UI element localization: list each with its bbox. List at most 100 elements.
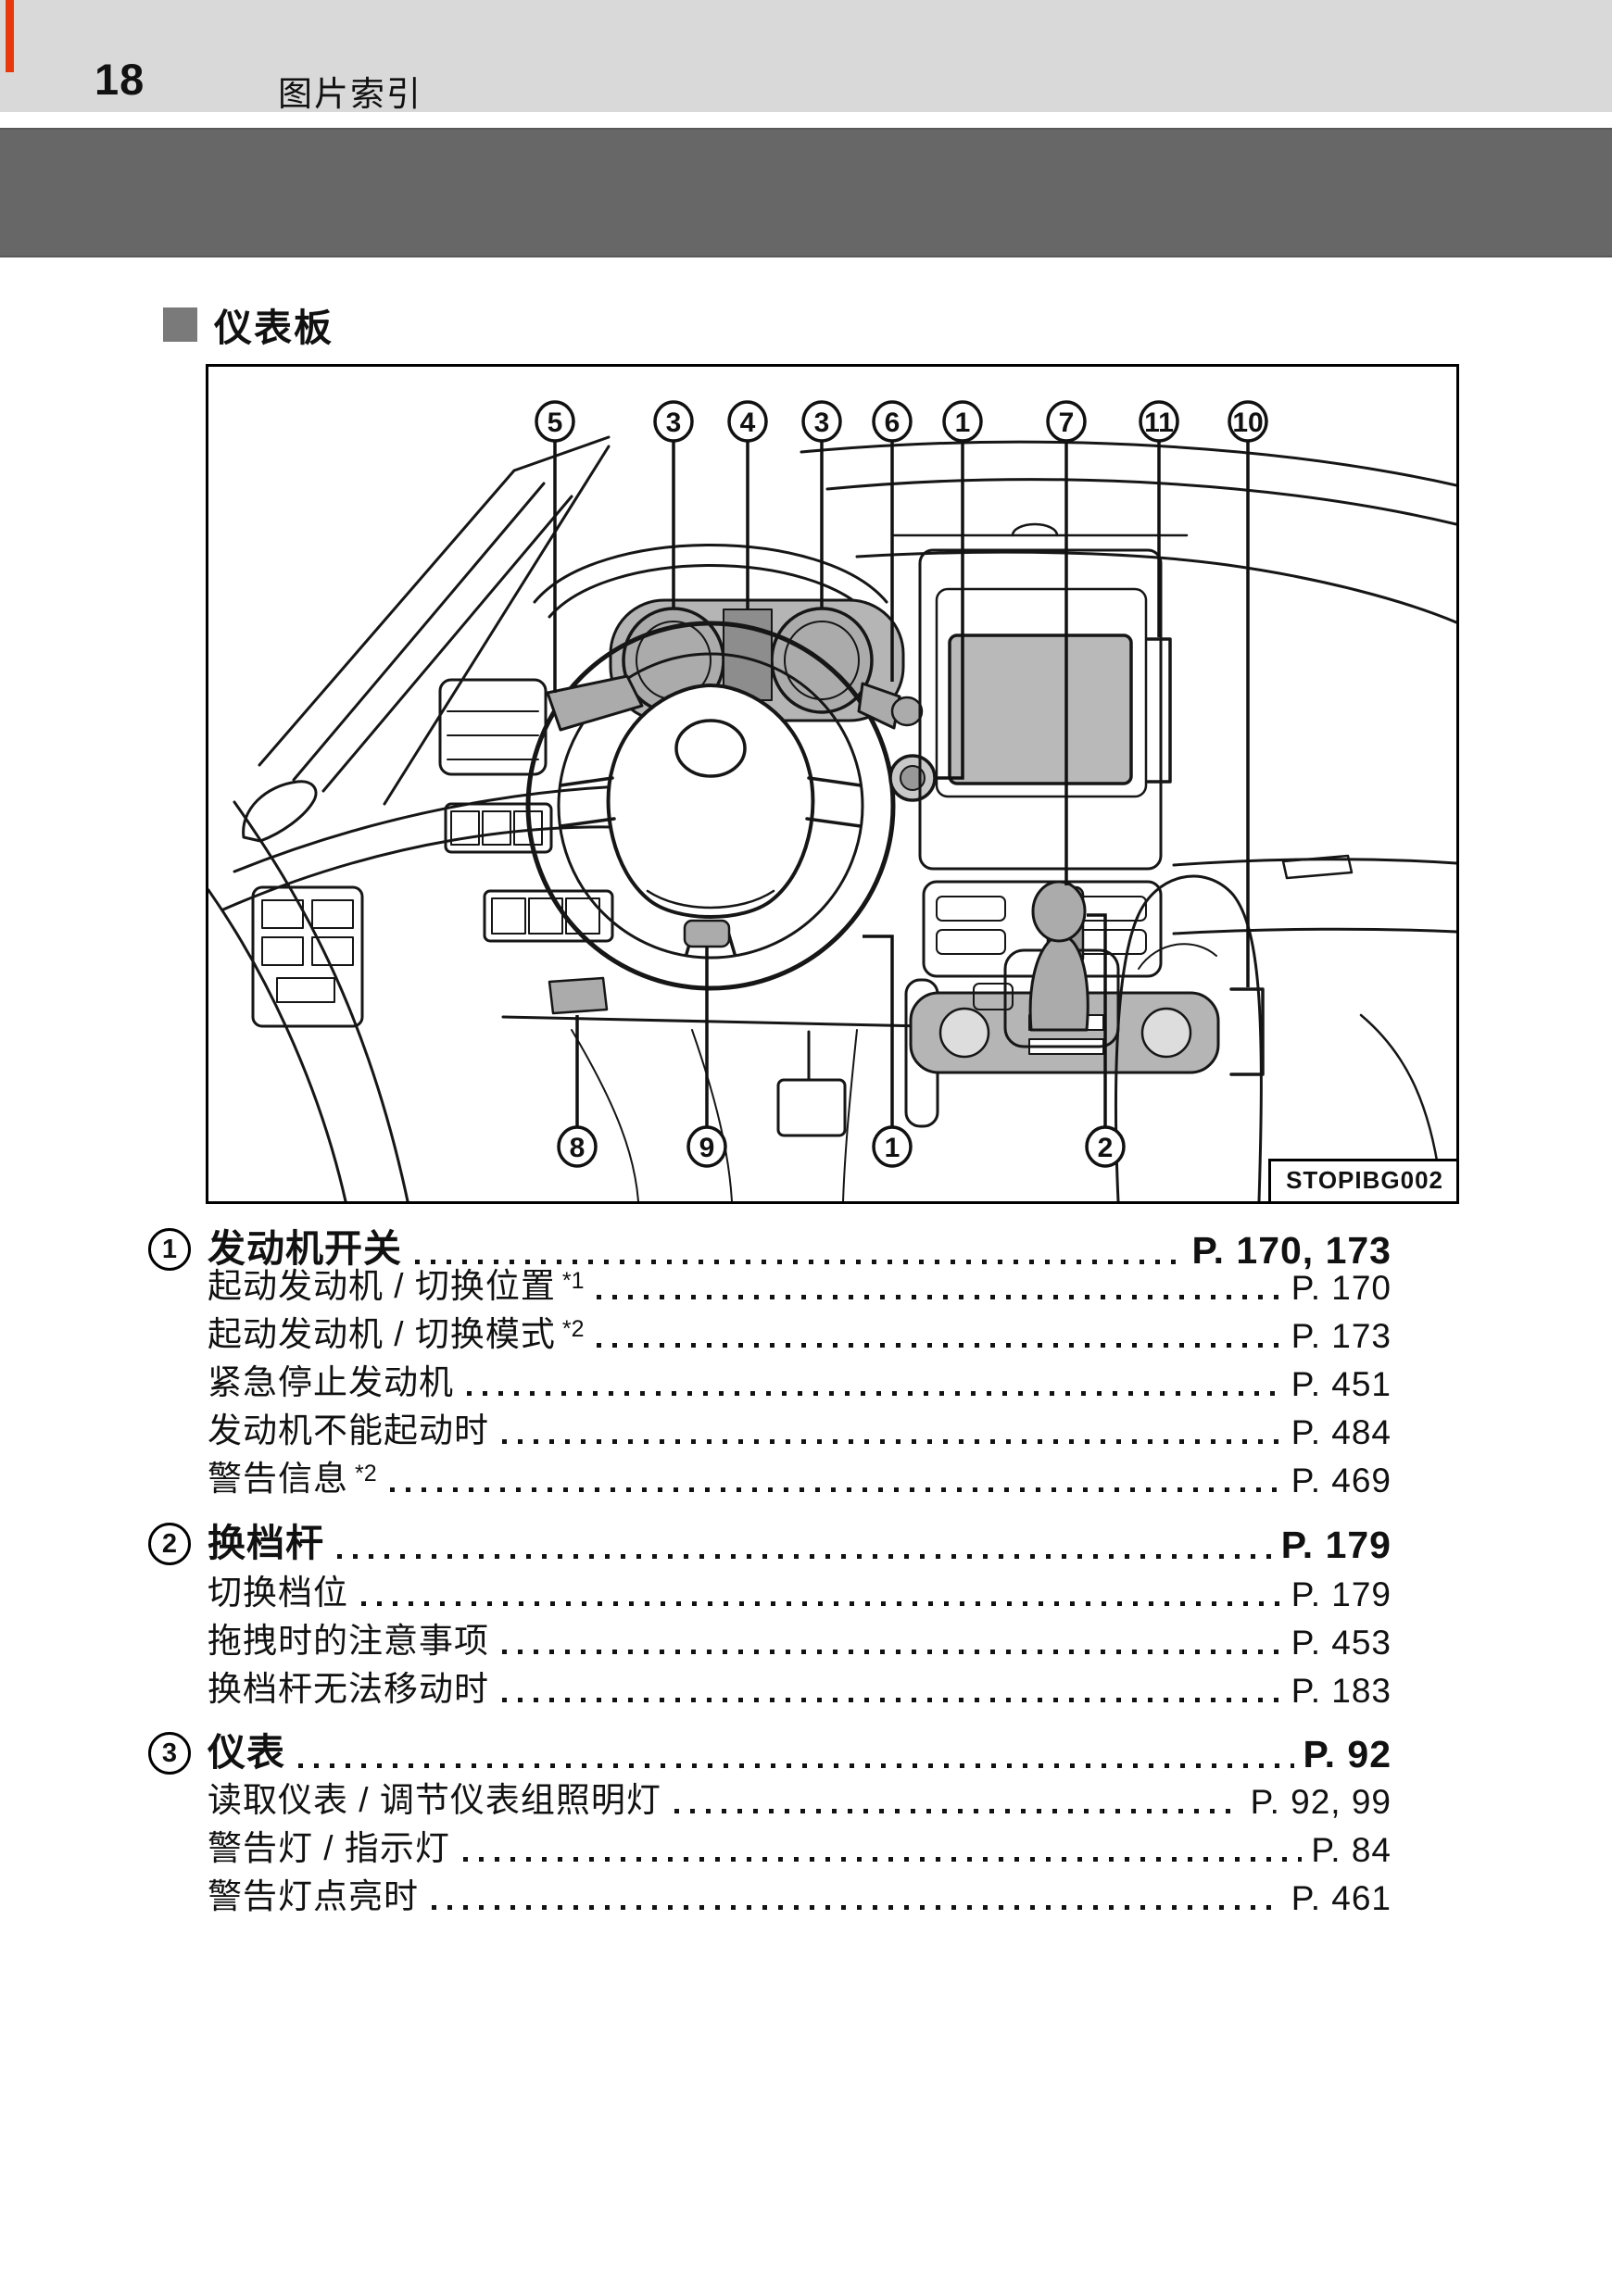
item-circled-number: 3 <box>148 1732 191 1775</box>
index-title: 仪表 <box>208 1731 285 1774</box>
index-title: 发动机开关 <box>208 1227 402 1270</box>
item-label: 警告信息 <box>208 1460 348 1498</box>
page-reference: P. 461 <box>1291 1879 1392 1917</box>
page-reference: P. 170 <box>1291 1269 1392 1307</box>
item-label: 紧急停止发动机 <box>208 1363 454 1401</box>
index-item-row: 警告灯点亮时 P. 461 <box>148 1870 1392 1918</box>
page-reference: P. 179 <box>1280 1524 1392 1566</box>
item-label: 切换档位 <box>208 1574 348 1612</box>
page-reference: P. 173 <box>1291 1317 1392 1355</box>
svg-text:10: 10 <box>1232 408 1263 438</box>
index-item-row: 警告信息 *2 P. 469 <box>148 1452 1392 1500</box>
svg-text:11: 11 <box>1144 408 1174 438</box>
wiper-stalk <box>857 682 901 730</box>
item-circled-number: 2 <box>148 1523 191 1565</box>
svg-text:1: 1 <box>955 408 971 438</box>
dot-leader <box>337 1554 1272 1559</box>
callout-circle: 6 <box>872 400 913 443</box>
dot-leader <box>462 1857 1303 1862</box>
brake-pedal <box>776 1078 847 1137</box>
index-title: 换档杆 <box>208 1522 324 1564</box>
callout-leader-lines <box>553 441 1250 1127</box>
page-reference: P. 451 <box>1291 1365 1392 1403</box>
dot-leader <box>467 1391 1282 1396</box>
svg-text:8: 8 <box>570 1133 586 1163</box>
dot-leader <box>502 1439 1282 1444</box>
index-item-row: 紧急停止发动机 P. 451 <box>148 1356 1392 1404</box>
callout-circle: 5 <box>535 400 575 443</box>
dot-leader <box>502 1698 1282 1702</box>
steering-wheel <box>525 621 896 991</box>
page-reference: P. 183 <box>1291 1672 1392 1710</box>
svg-text:5: 5 <box>548 408 563 438</box>
item-label: 警告灯点亮时 <box>208 1877 419 1915</box>
dot-leader <box>674 1809 1241 1813</box>
index-item-row: 发动机不能起动时 P. 484 <box>148 1404 1392 1452</box>
dot-leader <box>432 1905 1282 1910</box>
item-label: 起动发动机 / 切换位置 <box>208 1267 556 1305</box>
callout-circle: 2 <box>1085 1125 1126 1168</box>
index-item-row: 起动发动机 / 切换模式*2 P. 173 <box>148 1308 1392 1356</box>
page-reference: P. 484 <box>1291 1413 1392 1451</box>
item-label: 读取仪表 / 调节仪表组照明灯 <box>208 1781 661 1819</box>
cluster-cowl <box>533 544 888 604</box>
spoke-switch <box>683 919 731 948</box>
page-reference: P. 469 <box>1291 1462 1392 1499</box>
page-reference: P. 92 <box>1303 1733 1392 1775</box>
item-footnote-marker: *2 <box>355 1461 377 1487</box>
dot-leader <box>361 1601 1282 1606</box>
callout-circle: 4 <box>727 400 768 443</box>
section-edge-tab <box>6 0 14 72</box>
page-reference: P. 453 <box>1291 1624 1392 1662</box>
item-label: 发动机不能起动时 <box>208 1411 489 1449</box>
heading-square-icon <box>163 307 197 342</box>
dot-leader <box>298 1763 1294 1768</box>
callout-circle: 1 <box>942 400 983 443</box>
item-footnote-marker: *2 <box>561 1316 585 1342</box>
dashboard-illustration: 5 3 4 3 6 1 7 11 10 8 9 1 2 <box>208 400 1456 1201</box>
section-title-band <box>0 128 1612 257</box>
header-section-label: 图片索引 <box>278 75 422 113</box>
callout-circle: 8 <box>557 1125 598 1168</box>
lower-panel-switch <box>548 976 609 1015</box>
item-circled-number: 1 <box>148 1228 191 1271</box>
page-reference: P. 84 <box>1311 1831 1392 1869</box>
index-item-row: 切换档位 P. 179 <box>148 1566 1392 1614</box>
item-label: 起动发动机 / 切换模式 <box>208 1315 556 1353</box>
page-reference: P. 92, 99 <box>1250 1783 1392 1821</box>
svg-text:7: 7 <box>1059 408 1075 438</box>
turn-signal-stalk <box>546 674 644 732</box>
callout-circle: 10 <box>1228 400 1268 443</box>
callout-circle: 3 <box>801 400 842 443</box>
a-pillar-line <box>258 435 611 767</box>
window-switch-panel <box>251 885 364 1028</box>
dot-leader <box>597 1343 1282 1348</box>
armrest <box>1114 874 1263 1201</box>
index-item-row: 读取仪表 / 调节仪表组照明灯 P. 92, 99 <box>148 1774 1392 1822</box>
dot-leader <box>502 1650 1282 1654</box>
page-reference: P. 179 <box>1291 1575 1392 1613</box>
header-band <box>0 0 1612 112</box>
section-heading: 仪表板 <box>214 307 334 349</box>
svg-text:3: 3 <box>814 408 830 438</box>
item-label: 换档杆无法移动时 <box>208 1670 489 1708</box>
horn-pad-emblem <box>674 719 747 778</box>
callout-circle: 3 <box>653 400 694 443</box>
bracket-11 <box>1146 637 1172 784</box>
svg-text:3: 3 <box>666 408 682 438</box>
bracket-10 <box>1229 987 1265 1076</box>
callout-circle: 11 <box>1139 400 1179 443</box>
door-handle <box>242 780 318 843</box>
svg-text:1: 1 <box>885 1133 900 1163</box>
svg-text:2: 2 <box>1098 1133 1114 1163</box>
dot-leader <box>415 1260 1183 1264</box>
index-item-row: 换档杆无法移动时 P. 183 <box>148 1662 1392 1711</box>
shift-knob <box>1031 880 1087 943</box>
callout-circle: 9 <box>686 1125 727 1168</box>
